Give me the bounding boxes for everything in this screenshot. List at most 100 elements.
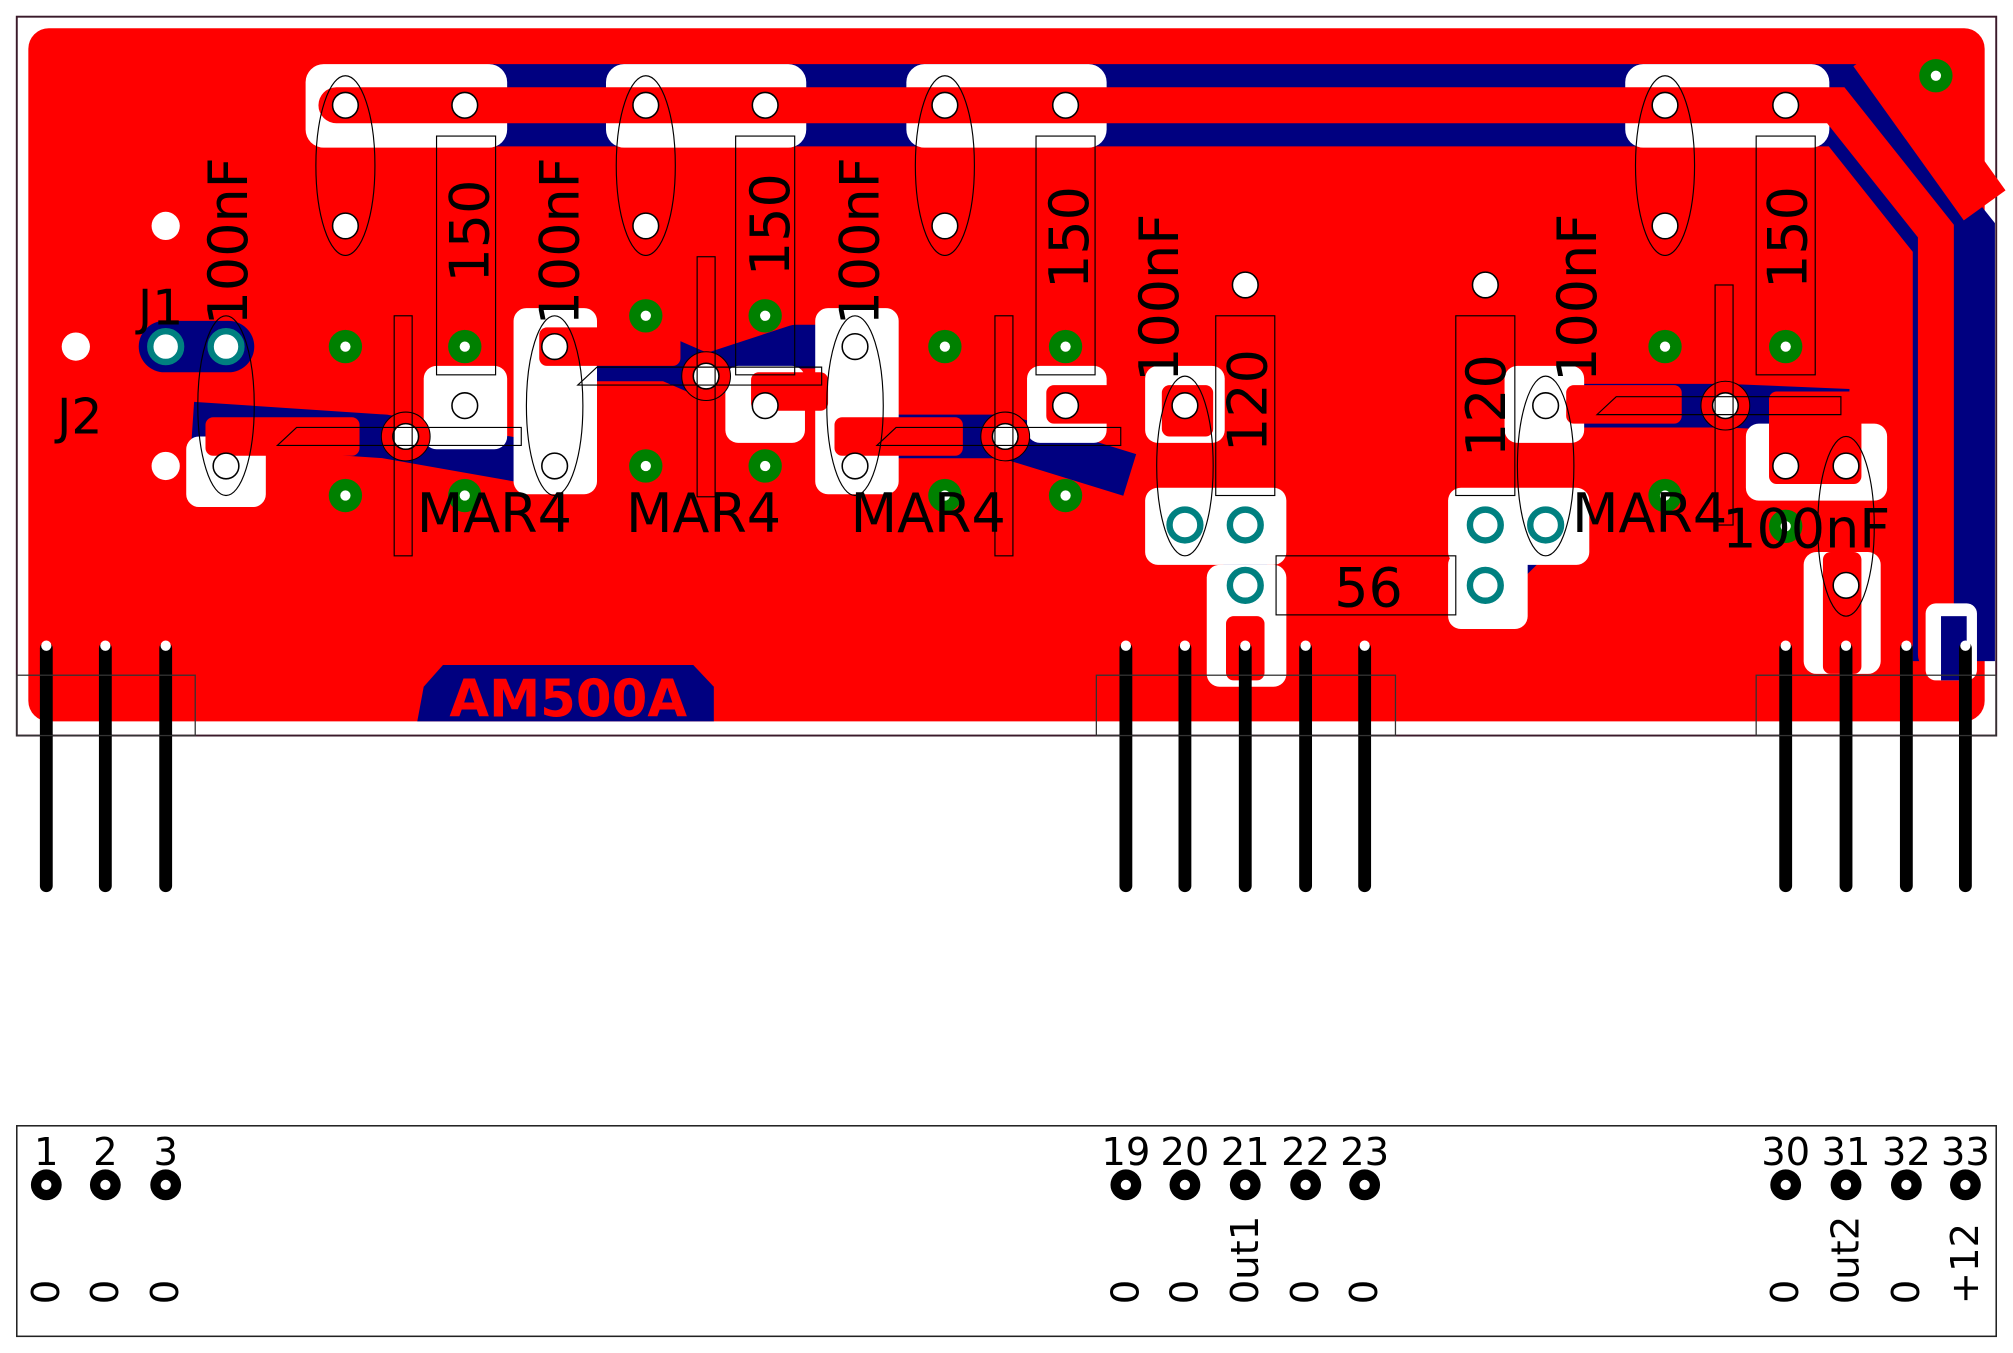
pad <box>931 91 959 119</box>
pad <box>1651 212 1679 240</box>
pin-number: 20 <box>1160 1130 1209 1175</box>
pin-marker-hole <box>1960 1179 1971 1190</box>
pad-bottom <box>207 327 245 366</box>
pad <box>1772 452 1800 480</box>
pad <box>632 91 660 119</box>
pin-marker-hole <box>1120 1179 1132 1190</box>
label-u3: MAR4 <box>851 482 1006 545</box>
pin-number: 31 <box>1822 1130 1871 1175</box>
resistor-outline <box>1275 555 1457 616</box>
label-r2: 150 <box>739 173 802 276</box>
pad <box>331 91 360 119</box>
capacitor-outline <box>1634 75 1696 257</box>
pin-marker-hole <box>1179 1179 1191 1190</box>
pin-number: 22 <box>1281 1130 1330 1175</box>
resistor-outline <box>1455 315 1516 497</box>
pad <box>1832 571 1860 599</box>
pin-marker-hole <box>1901 1179 1912 1190</box>
via-hole <box>640 460 651 472</box>
label-r3: 150 <box>1038 186 1101 289</box>
label-r6: 150 <box>1757 186 1820 289</box>
pin-net: 0 <box>143 1280 188 1305</box>
pin-net: 0ut1 <box>1223 1216 1268 1305</box>
pin-number: 33 <box>1941 1130 1990 1175</box>
mounting-hole <box>151 451 180 481</box>
pin-hole <box>1840 640 1852 651</box>
pad <box>212 452 240 480</box>
pin-number: 30 <box>1761 1130 1810 1175</box>
label-c1: 100nF <box>197 157 260 325</box>
pin-hole <box>100 640 111 651</box>
label-c6: 100nF <box>1722 497 1890 560</box>
pin-number: 1 <box>34 1130 59 1175</box>
pin-net: 0 <box>1342 1280 1387 1304</box>
label-c5: 100nF <box>1546 214 1609 382</box>
via-hole <box>760 460 771 472</box>
resistor-outline <box>1215 315 1276 497</box>
capacitor-outline <box>525 315 584 497</box>
pin-hole <box>1120 640 1132 651</box>
trace <box>1853 36 2006 221</box>
pin-net: 0 <box>1763 1280 1808 1304</box>
label-r7: 56 <box>1334 556 1403 619</box>
pad-bottom <box>1226 566 1264 604</box>
pad <box>1651 91 1679 119</box>
pad <box>991 422 1019 451</box>
via-hole <box>640 310 651 321</box>
pin-net: 0 <box>1162 1280 1207 1305</box>
clearance <box>1145 487 1287 565</box>
pin-marker-hole <box>1300 1179 1311 1190</box>
pin-net: 0ut2 <box>1824 1216 1869 1305</box>
via-hole <box>1780 521 1791 532</box>
via-hole <box>760 310 771 321</box>
via-hole <box>340 341 351 352</box>
pin-marker-hole <box>160 1179 171 1190</box>
pin-number: 32 <box>1882 1130 1931 1175</box>
pads <box>61 59 1953 604</box>
label-r4: 120 <box>1216 349 1279 452</box>
pin-hole <box>1300 640 1311 651</box>
pad <box>931 212 959 240</box>
capacitor-outline <box>826 315 884 497</box>
via-hole <box>1659 490 1671 501</box>
via-hole <box>1930 70 1942 81</box>
pad <box>632 212 660 240</box>
board-title-text: AM500A <box>449 669 687 729</box>
capacitor-outline <box>615 75 676 257</box>
pinout-legend: 102030190200210ut1220230300310ut232033+1… <box>24 1130 1990 1304</box>
pin-hole <box>1901 640 1912 651</box>
capacitor-outline <box>315 75 376 257</box>
via-hole <box>1780 341 1791 352</box>
pin-number: 23 <box>1340 1130 1389 1175</box>
mar4-outline <box>696 256 716 498</box>
connector-pins <box>39 640 1972 893</box>
pin-marker-hole <box>1840 1179 1852 1190</box>
mounting-hole <box>151 211 180 241</box>
via-hole <box>1060 490 1071 501</box>
pad <box>1532 392 1560 420</box>
pad-copper <box>1566 385 1682 424</box>
pad <box>1471 271 1499 299</box>
bus-trace-top <box>318 87 1954 673</box>
label-r5: 120 <box>1455 354 1518 457</box>
pin-hole <box>1780 640 1791 651</box>
pad <box>1772 91 1800 119</box>
pad <box>751 91 779 119</box>
pad <box>1832 452 1860 480</box>
pin-net: 0 <box>1283 1280 1328 1305</box>
pin-hole <box>41 640 52 651</box>
mar4-body <box>875 426 1122 447</box>
via-hole <box>459 341 470 352</box>
pin-marker-hole <box>41 1179 52 1190</box>
via-hole <box>1060 341 1071 352</box>
pin-net: 0 <box>24 1280 69 1305</box>
capacitor-outline <box>1516 375 1575 557</box>
pin-hole <box>1359 640 1370 651</box>
pad <box>751 392 779 420</box>
label-r1: 150 <box>438 180 501 283</box>
pad <box>541 452 569 480</box>
board-title-plate <box>417 664 714 722</box>
pin-marker-hole <box>1359 1179 1370 1190</box>
capacitor-outline <box>197 315 255 497</box>
capacitor-outline <box>1817 435 1875 617</box>
